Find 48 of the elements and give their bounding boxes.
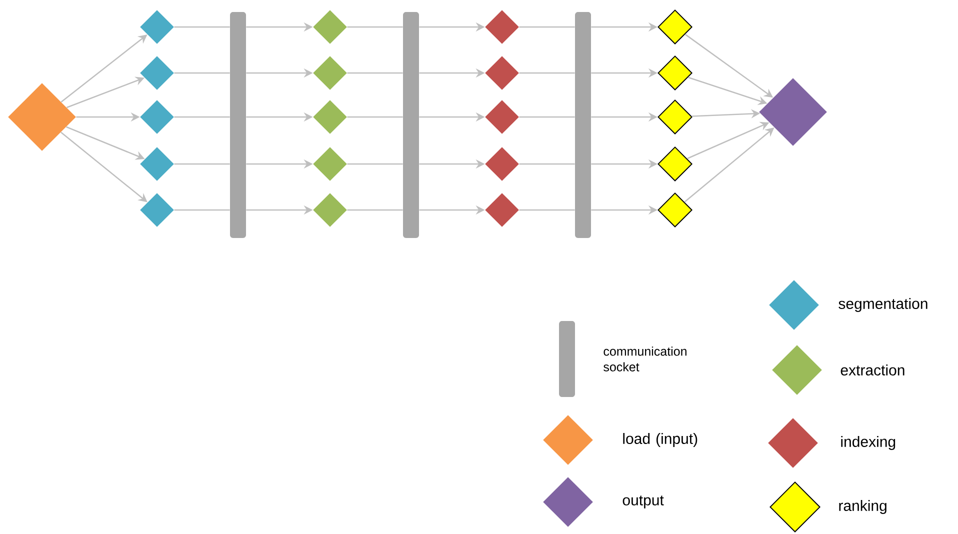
connector-line: [519, 116, 575, 118]
connector-line: [174, 26, 230, 28]
indexing-diamond: [485, 147, 519, 181]
extraction-diamond: [313, 10, 347, 44]
ranking-diamond: [658, 192, 692, 228]
connector-line: [174, 72, 230, 74]
extraction-diamond: [313, 193, 347, 227]
ranking-diamond: [658, 146, 692, 182]
indexing-diamond: [485, 193, 519, 227]
connector-line: [519, 163, 575, 165]
connector-line: [347, 116, 403, 118]
connector-line: [347, 26, 403, 28]
connector-line: [174, 163, 230, 165]
legend-label: output: [622, 496, 664, 508]
socket-bar: [403, 12, 419, 238]
legend-label: segmentation: [838, 298, 928, 312]
extraction-diamond: [313, 56, 347, 90]
legend-label: extraction: [840, 364, 904, 376]
connector-line: [347, 72, 403, 74]
legend-label: communication socket: [604, 346, 686, 372]
connector-line: [347, 209, 403, 211]
segmentation-diamond: [140, 147, 174, 181]
indexing-diamond: [485, 56, 519, 90]
socket-bar: [230, 12, 246, 238]
extraction-diamond: [313, 100, 347, 134]
connector-line: [519, 72, 575, 74]
segmentation-diamond: [140, 10, 174, 44]
ranking-diamond: [658, 55, 692, 90]
ranking-diamond: [658, 9, 692, 44]
connector-line: [174, 116, 230, 118]
indexing-diamond: [485, 10, 519, 44]
indexing-diamond: [485, 100, 519, 134]
connector-line: [519, 209, 575, 211]
socket-bar: [575, 12, 591, 238]
input-diamond: [8, 83, 76, 151]
ranking-diamond: [658, 99, 692, 134]
segmentation-diamond: [140, 56, 174, 90]
connector-line: [347, 163, 403, 165]
extraction-diamond: [313, 147, 347, 181]
arrow: [60, 132, 148, 202]
segmentation-diamond: [140, 193, 174, 227]
connector-line: [519, 26, 575, 28]
legend-label: indexing: [841, 436, 896, 450]
output-diamond: [759, 78, 827, 146]
connector-line: [174, 209, 230, 211]
legend-label: load (input): [623, 433, 698, 447]
segmentation-diamond: [140, 100, 174, 134]
legend-label: ranking: [839, 500, 886, 514]
